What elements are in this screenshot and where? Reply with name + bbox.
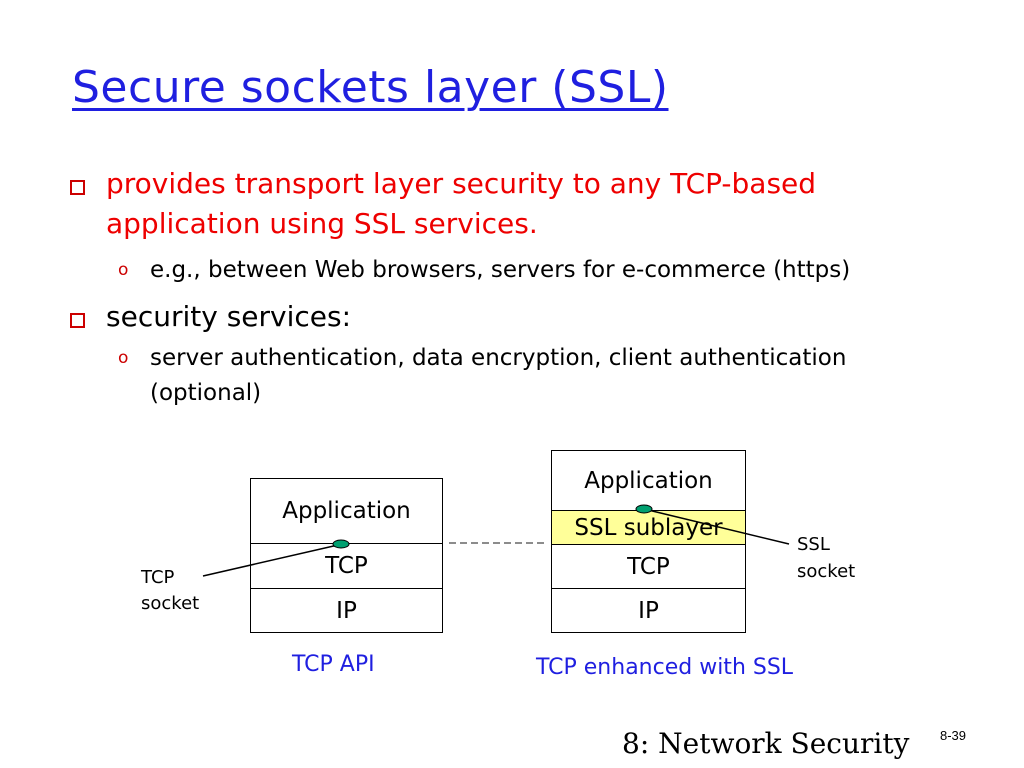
- tcp-socket-label-line-1: TCP: [141, 567, 175, 588]
- sub-bullet-icon: o: [118, 348, 129, 368]
- tcp-socket-label-line-2: socket: [141, 593, 200, 614]
- ssl-socket-pointer: [643, 508, 790, 545]
- bullet-1-line-2: application using SSL services.: [106, 207, 538, 240]
- bullet-1-line-1: provides transport layer security to any…: [106, 167, 817, 200]
- page-number: 8-39: [940, 728, 967, 743]
- tcp-api-stack: Application TCP IP: [250, 478, 443, 633]
- tcp-api-caption: TCP API: [292, 652, 375, 677]
- left-tcp-layer: TCP: [251, 544, 442, 589]
- bullet-2-sub-1-line-1: server authentication, data encryption, …: [150, 345, 847, 371]
- left-ip-layer: IP: [336, 597, 357, 624]
- ssl-socket-icon: [635, 504, 653, 514]
- bullet-square-icon: [70, 180, 85, 195]
- right-tcp-layer: TCP: [552, 545, 745, 589]
- tcp-socket-pointer: [202, 544, 339, 577]
- bullet-1-sub-1: e.g., between Web browsers, servers for …: [150, 257, 851, 283]
- footer-section-title: 8: Network Security: [622, 727, 910, 760]
- right-ip-layer: IP: [638, 597, 659, 624]
- bullet-2-line-1: security services:: [106, 300, 352, 333]
- tcp-socket-icon: [332, 539, 350, 549]
- tcp-ssl-caption: TCP enhanced with SSL: [536, 655, 794, 680]
- ssl-sublayer: SSL sublayer: [552, 511, 745, 545]
- bullet-square-icon: [70, 313, 85, 328]
- sub-bullet-icon: o: [118, 260, 129, 280]
- ssl-enhanced-stack: Application SSL sublayer TCP IP: [551, 450, 746, 633]
- bullet-2-sub-1-line-2: (optional): [150, 380, 262, 406]
- ssl-socket-label-line-1: SSL: [797, 534, 830, 555]
- slide-title: Secure sockets layer (SSL): [72, 62, 669, 113]
- ssl-socket-label-line-2: socket: [797, 561, 856, 582]
